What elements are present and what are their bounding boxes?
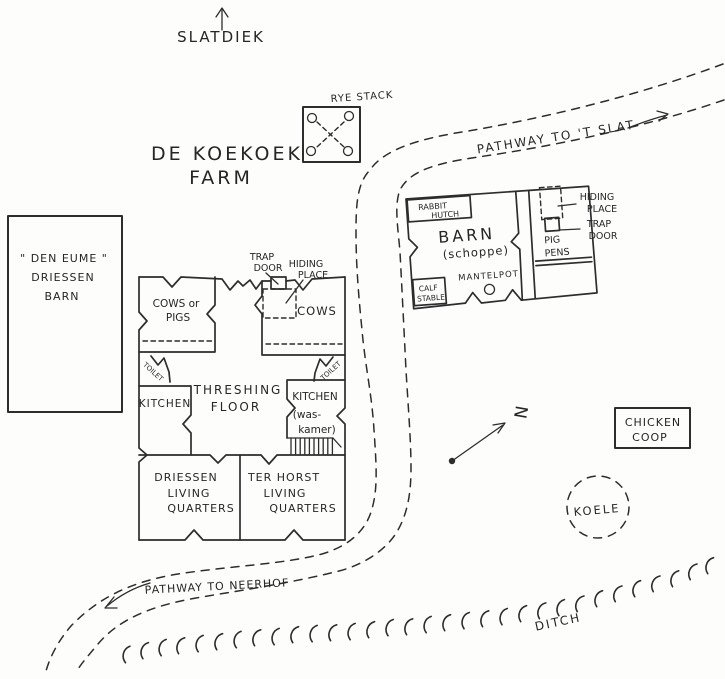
- barn-trap-door-label-line1: TRAP: [586, 219, 612, 230]
- pathway-inner-edge: [76, 99, 725, 672]
- den-eume-barn-line2: DRIESSEN: [31, 271, 94, 284]
- house-hiding-place-label-line1: HIDING: [289, 259, 324, 270]
- koele: KOELE: [566, 475, 630, 539]
- cows-or-pigs-label-line2: PIGS: [166, 312, 191, 324]
- pathway-neerhof-arrow-icon: [104, 582, 151, 609]
- driessen-quarters-line3: QUARTERS: [167, 502, 234, 515]
- barn-name-label: BARN: [438, 224, 496, 247]
- driessen-quarters-line1: DRIESSEN: [154, 471, 217, 484]
- slatdiek-label: SLATDIEK: [177, 28, 265, 46]
- cows-or-pigs-room-walls: [138, 276, 216, 353]
- rabbit-hutch-label-line2: HUTCH: [431, 209, 459, 220]
- barn-hiding-place-pointer: [557, 203, 577, 207]
- cows-room-walls: [254, 280, 346, 356]
- chicken-coop: CHICKEN COOP: [614, 407, 691, 449]
- house-hiding-place-label-line2: PLACE: [298, 270, 328, 281]
- page-title-line2: FARM: [189, 167, 253, 189]
- farmhouse-right-wall: [336, 276, 346, 541]
- driessen-quarters-line2: LIVING: [168, 487, 211, 500]
- farmhouse-left-wall: [138, 276, 148, 541]
- kitchen-waskamer-walls: [286, 379, 346, 439]
- pathway-tslat-arrow-icon: [627, 110, 669, 129]
- rye-stack: [302, 106, 361, 163]
- cows-or-pigs-label-line1: COWS or: [153, 298, 200, 310]
- den-eume-barn: " DEN EUME " DRIESSEN BARN: [7, 215, 123, 413]
- rabbit-hutch-label-line1: RABBIT: [418, 201, 448, 212]
- compass-north-label: N: [509, 404, 531, 420]
- barn-hiding-place-label-line2: PLACE: [587, 204, 617, 215]
- barn-trap-door: [543, 216, 561, 233]
- waskamer-stairs: [286, 437, 342, 455]
- kitchen-waskamer-label-line1: KITCHEN: [292, 391, 338, 403]
- farmhouse-top-wall: [138, 276, 346, 291]
- threshing-floor-label-line2: FLOOR: [211, 400, 261, 414]
- house-trap-door-label-line1: TRAP: [249, 252, 275, 263]
- mantelpot-label: MANTELPOT: [458, 269, 519, 283]
- main-farmhouse: COWS or PIGS COWS TRAP DOOR HIDING PLACE…: [138, 252, 346, 541]
- house-trap-door-pointer: [265, 272, 279, 285]
- kitchen-left-label: KITCHEN: [139, 398, 192, 410]
- ter-horst-quarters-line3: QUARTERS: [269, 502, 336, 515]
- compass-north-icon: [448, 422, 506, 465]
- house-hiding-place-pointer: [285, 279, 304, 304]
- rabbit-hutch-box: [406, 194, 473, 223]
- chicken-coop-label-line1: CHICKEN: [625, 416, 681, 429]
- den-eume-barn-line1: " DEN EUME ": [20, 252, 108, 265]
- barn-schoppe: RABBIT HUTCH BARN (schoppe) MANTELPOT CA…: [405, 185, 598, 310]
- ter-horst-quarters-line1: TER HORST: [247, 471, 320, 484]
- barn-outline: [405, 185, 598, 310]
- calf-stable-label-line1: CALF: [419, 283, 438, 293]
- quarters-top-wall: [138, 454, 346, 465]
- chicken-coop-label-line2: COOP: [632, 431, 668, 444]
- pig-pens-label-line2: PENS: [544, 247, 570, 260]
- barn-name-sub-label: (schoppe): [442, 243, 509, 262]
- page-title: DE KOEKOEK FARM: [151, 143, 303, 189]
- page-title-line1: DE KOEKOEK: [151, 143, 303, 165]
- kitchen-waskamer-label-line2: (was-: [293, 409, 322, 421]
- barn-trap-door-pointer: [558, 228, 581, 231]
- barn-corridor-walls: [510, 189, 537, 301]
- koele-label: KOELE: [573, 501, 621, 519]
- cows-label: COWS: [297, 304, 337, 318]
- barn-hiding-place: [538, 185, 564, 221]
- house-trap-door-label-line2: DOOR: [254, 263, 283, 274]
- calf-stable-box: [411, 276, 448, 307]
- rye-stack-label: RYE STACK: [330, 90, 393, 105]
- house-hiding-place: [262, 288, 297, 319]
- kitchen-waskamer-label-line3: kamer): [298, 424, 335, 436]
- pig-pen-divider: [534, 256, 593, 267]
- mantelpot-pot: [483, 283, 496, 296]
- toilet-left-wall: [150, 355, 171, 383]
- ter-horst-quarters-line2: LIVING: [264, 487, 307, 500]
- slatdiek-arrow-icon: [215, 7, 229, 31]
- kitchen-left-walls: [138, 385, 192, 456]
- toilet-right-wall: [313, 356, 334, 382]
- barn-trap-door-label-line2: DOOR: [589, 231, 618, 242]
- farmhouse-bottom-wall: [138, 529, 346, 541]
- pig-pens-label-line1: PIG: [544, 234, 561, 246]
- pathway-outer-edge: [45, 63, 724, 672]
- threshing-floor-label-line1: THRESHING: [193, 383, 283, 397]
- den-eume-barn-line3: BARN: [45, 290, 80, 303]
- calf-stable-label-line2: STABLE: [417, 293, 446, 304]
- barn-hiding-place-label-line1: HIDING: [580, 192, 615, 203]
